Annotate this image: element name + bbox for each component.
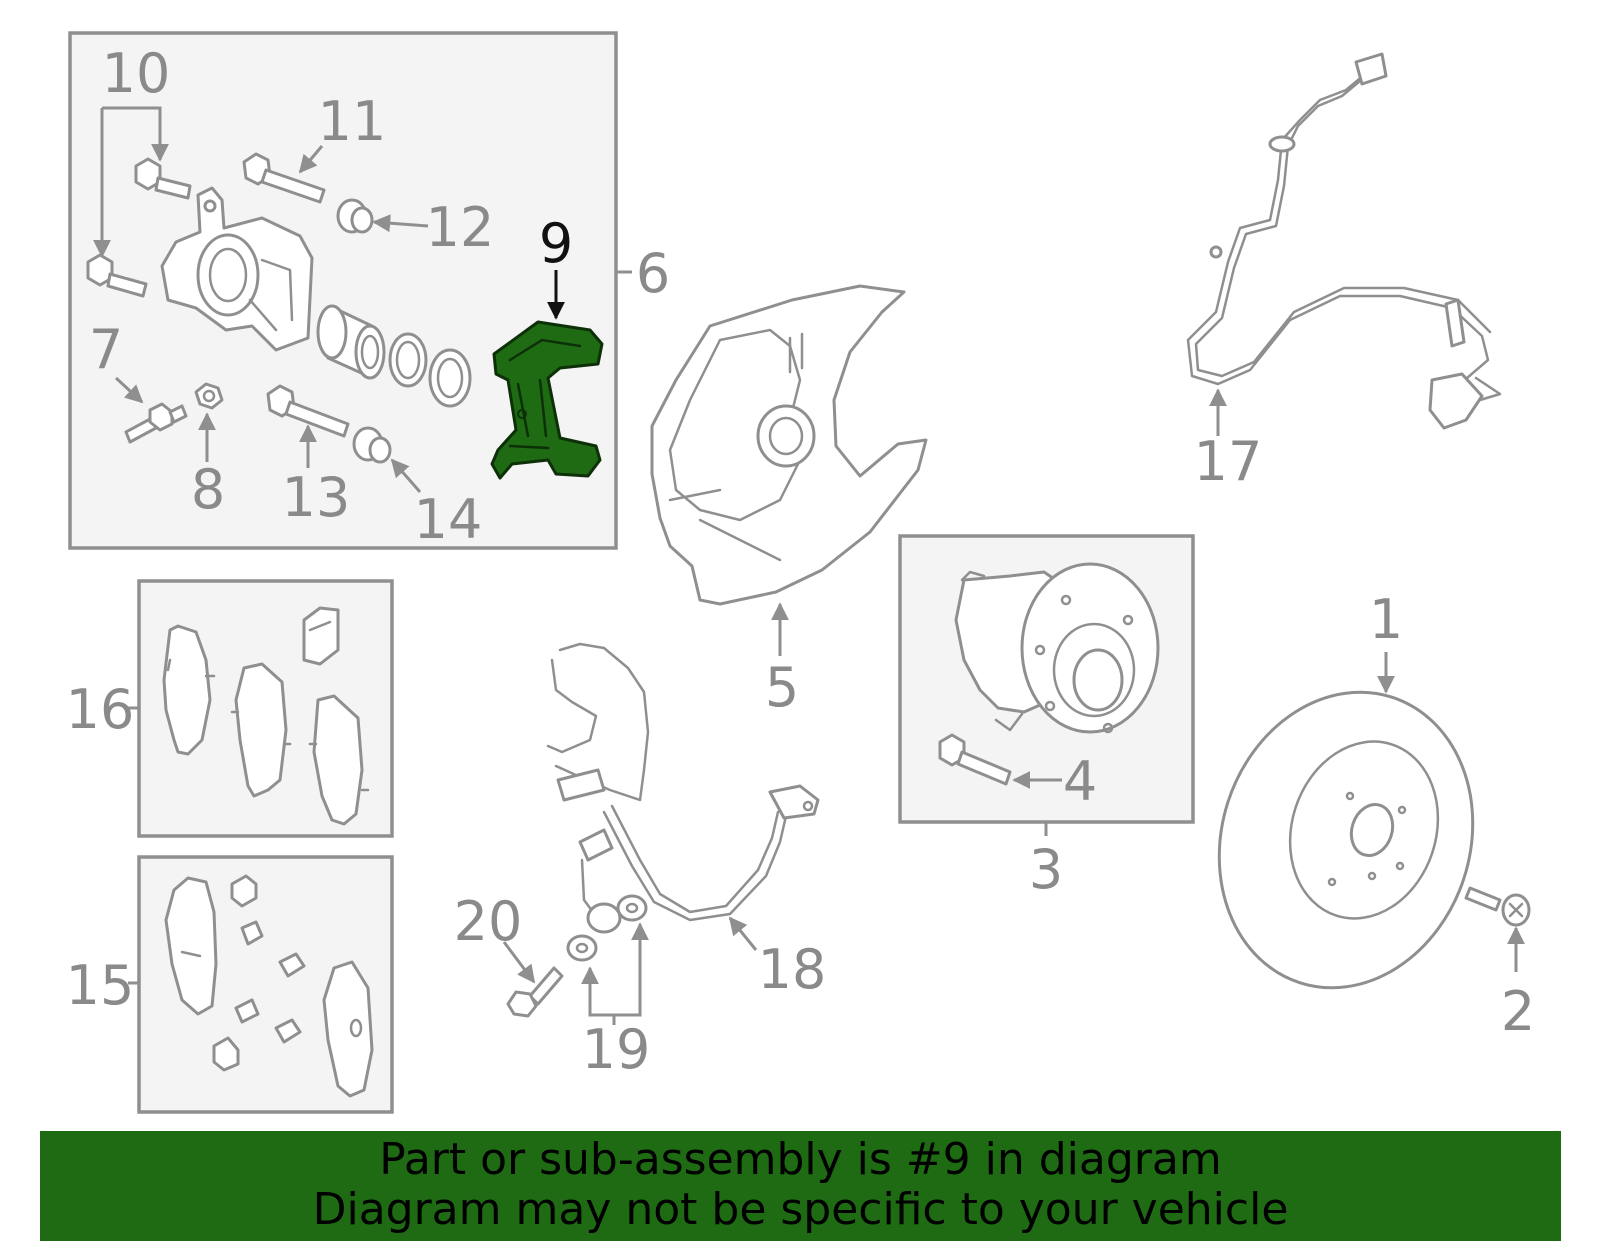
callout-20: 20: [454, 890, 523, 953]
caliper-bracket-icon[interactable]: [490, 320, 604, 480]
wear-indicator-icon: [302, 606, 340, 666]
info-banner: Part or sub-assembly is #9 in diagram Di…: [40, 1131, 1561, 1241]
guide-pin-bolt-icon: [242, 152, 326, 204]
callout-15: 15: [66, 954, 135, 1017]
abs-sensor-rear-icon: [1186, 52, 1502, 430]
caliper-bolt-lower-icon: [86, 253, 148, 298]
callout-11: 11: [318, 90, 387, 153]
callout-10: 10: [102, 42, 171, 105]
washer-icon: [586, 894, 648, 934]
washer-icon: [566, 934, 598, 962]
piston-seal-icon: [388, 332, 428, 388]
brake-pad-icon: [322, 960, 374, 1098]
caliper-bolt-upper-icon: [134, 157, 192, 200]
dust-shield-icon: [650, 284, 928, 606]
callout-5: 5: [765, 656, 799, 719]
brake-pad-icon: [162, 624, 216, 756]
brake-rotor-icon: [1217, 690, 1475, 990]
guide-pin-bolt-lower-icon: [266, 384, 350, 438]
callout-8: 8: [191, 458, 225, 521]
callout-9-highlighted[interactable]: 9: [539, 212, 573, 275]
brake-pad-icon: [230, 662, 292, 798]
callout-2: 2: [1501, 980, 1535, 1043]
brake-pad-icon: [164, 876, 218, 1016]
callout-7: 7: [89, 318, 123, 381]
callout-19: 19: [582, 1018, 651, 1081]
guide-bushing-lower-icon: [352, 426, 392, 464]
banner-line-part: Part or sub-assembly is #9 in diagram: [379, 1134, 1222, 1185]
wheel-hub-icon: [954, 562, 1160, 734]
pad-clip-icon: [212, 874, 306, 1072]
callout-17: 17: [1194, 430, 1263, 493]
callout-12: 12: [426, 196, 495, 259]
dust-boot-icon: [428, 348, 472, 408]
callout-14: 14: [414, 488, 483, 551]
bleeder-screw-icon: [124, 402, 188, 444]
caliper-piston-icon: [316, 304, 386, 380]
abs-sensor-front-icon: [546, 642, 820, 922]
sensor-bolt-icon: [506, 966, 564, 1018]
bleeder-cap-icon: [194, 382, 224, 410]
callout-16: 16: [66, 678, 135, 741]
callout-4: 4: [1063, 750, 1097, 813]
hub-bolt-icon: [938, 733, 1012, 786]
callout-3: 3: [1029, 838, 1063, 901]
callout-18: 18: [758, 938, 827, 1001]
rotor-screw-icon: [1464, 886, 1531, 927]
callout-1: 1: [1369, 588, 1403, 651]
brake-pad-icon: [308, 694, 370, 826]
caliper-housing-icon: [160, 186, 314, 352]
guide-bushing-icon: [336, 198, 374, 234]
callout-13: 13: [282, 466, 351, 529]
callout-6: 6: [636, 242, 670, 305]
banner-line-disclaimer: Diagram may not be specific to your vehi…: [312, 1184, 1289, 1235]
